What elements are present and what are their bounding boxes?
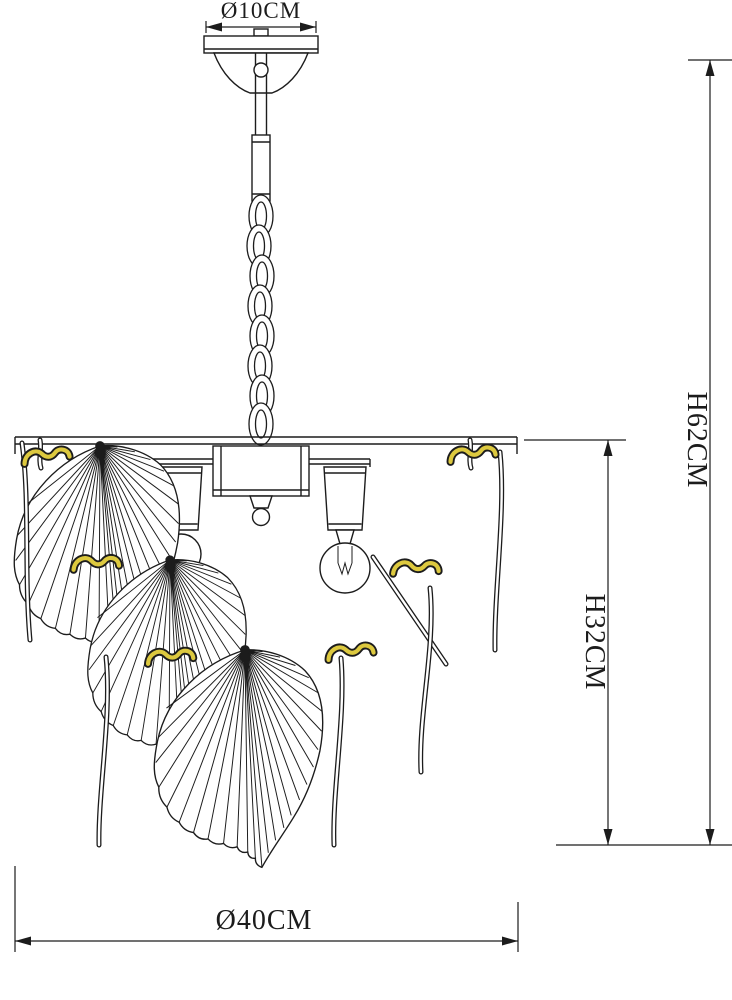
dim-body-diameter: Ø40CM xyxy=(14,866,519,952)
body-diameter-label: Ø40CM xyxy=(216,905,313,936)
canopy-diameter-label: Ø10CM xyxy=(221,0,301,23)
canopy-plate xyxy=(203,35,319,54)
overall-height-label: H62CM xyxy=(681,392,712,489)
ceiling-canopy xyxy=(203,28,319,94)
center-hub xyxy=(212,445,310,527)
canopy-screw xyxy=(253,28,269,37)
right-lamp xyxy=(319,466,371,594)
hanging-stem xyxy=(251,94,271,202)
chain xyxy=(246,194,275,446)
stem-sleeve xyxy=(251,134,271,202)
hub-socket xyxy=(249,495,273,509)
body-height-label: H32CM xyxy=(579,594,610,691)
canopy-knob xyxy=(253,62,269,78)
hub-finial xyxy=(251,507,271,527)
right-bulb xyxy=(319,542,371,594)
dim-canopy-diameter: Ø10CM xyxy=(205,0,317,33)
hub-body xyxy=(212,445,310,497)
right-lamp-holder xyxy=(323,466,367,531)
dim-body-height: H32CM xyxy=(524,439,626,845)
dim-overall-height: H62CM xyxy=(556,59,732,846)
